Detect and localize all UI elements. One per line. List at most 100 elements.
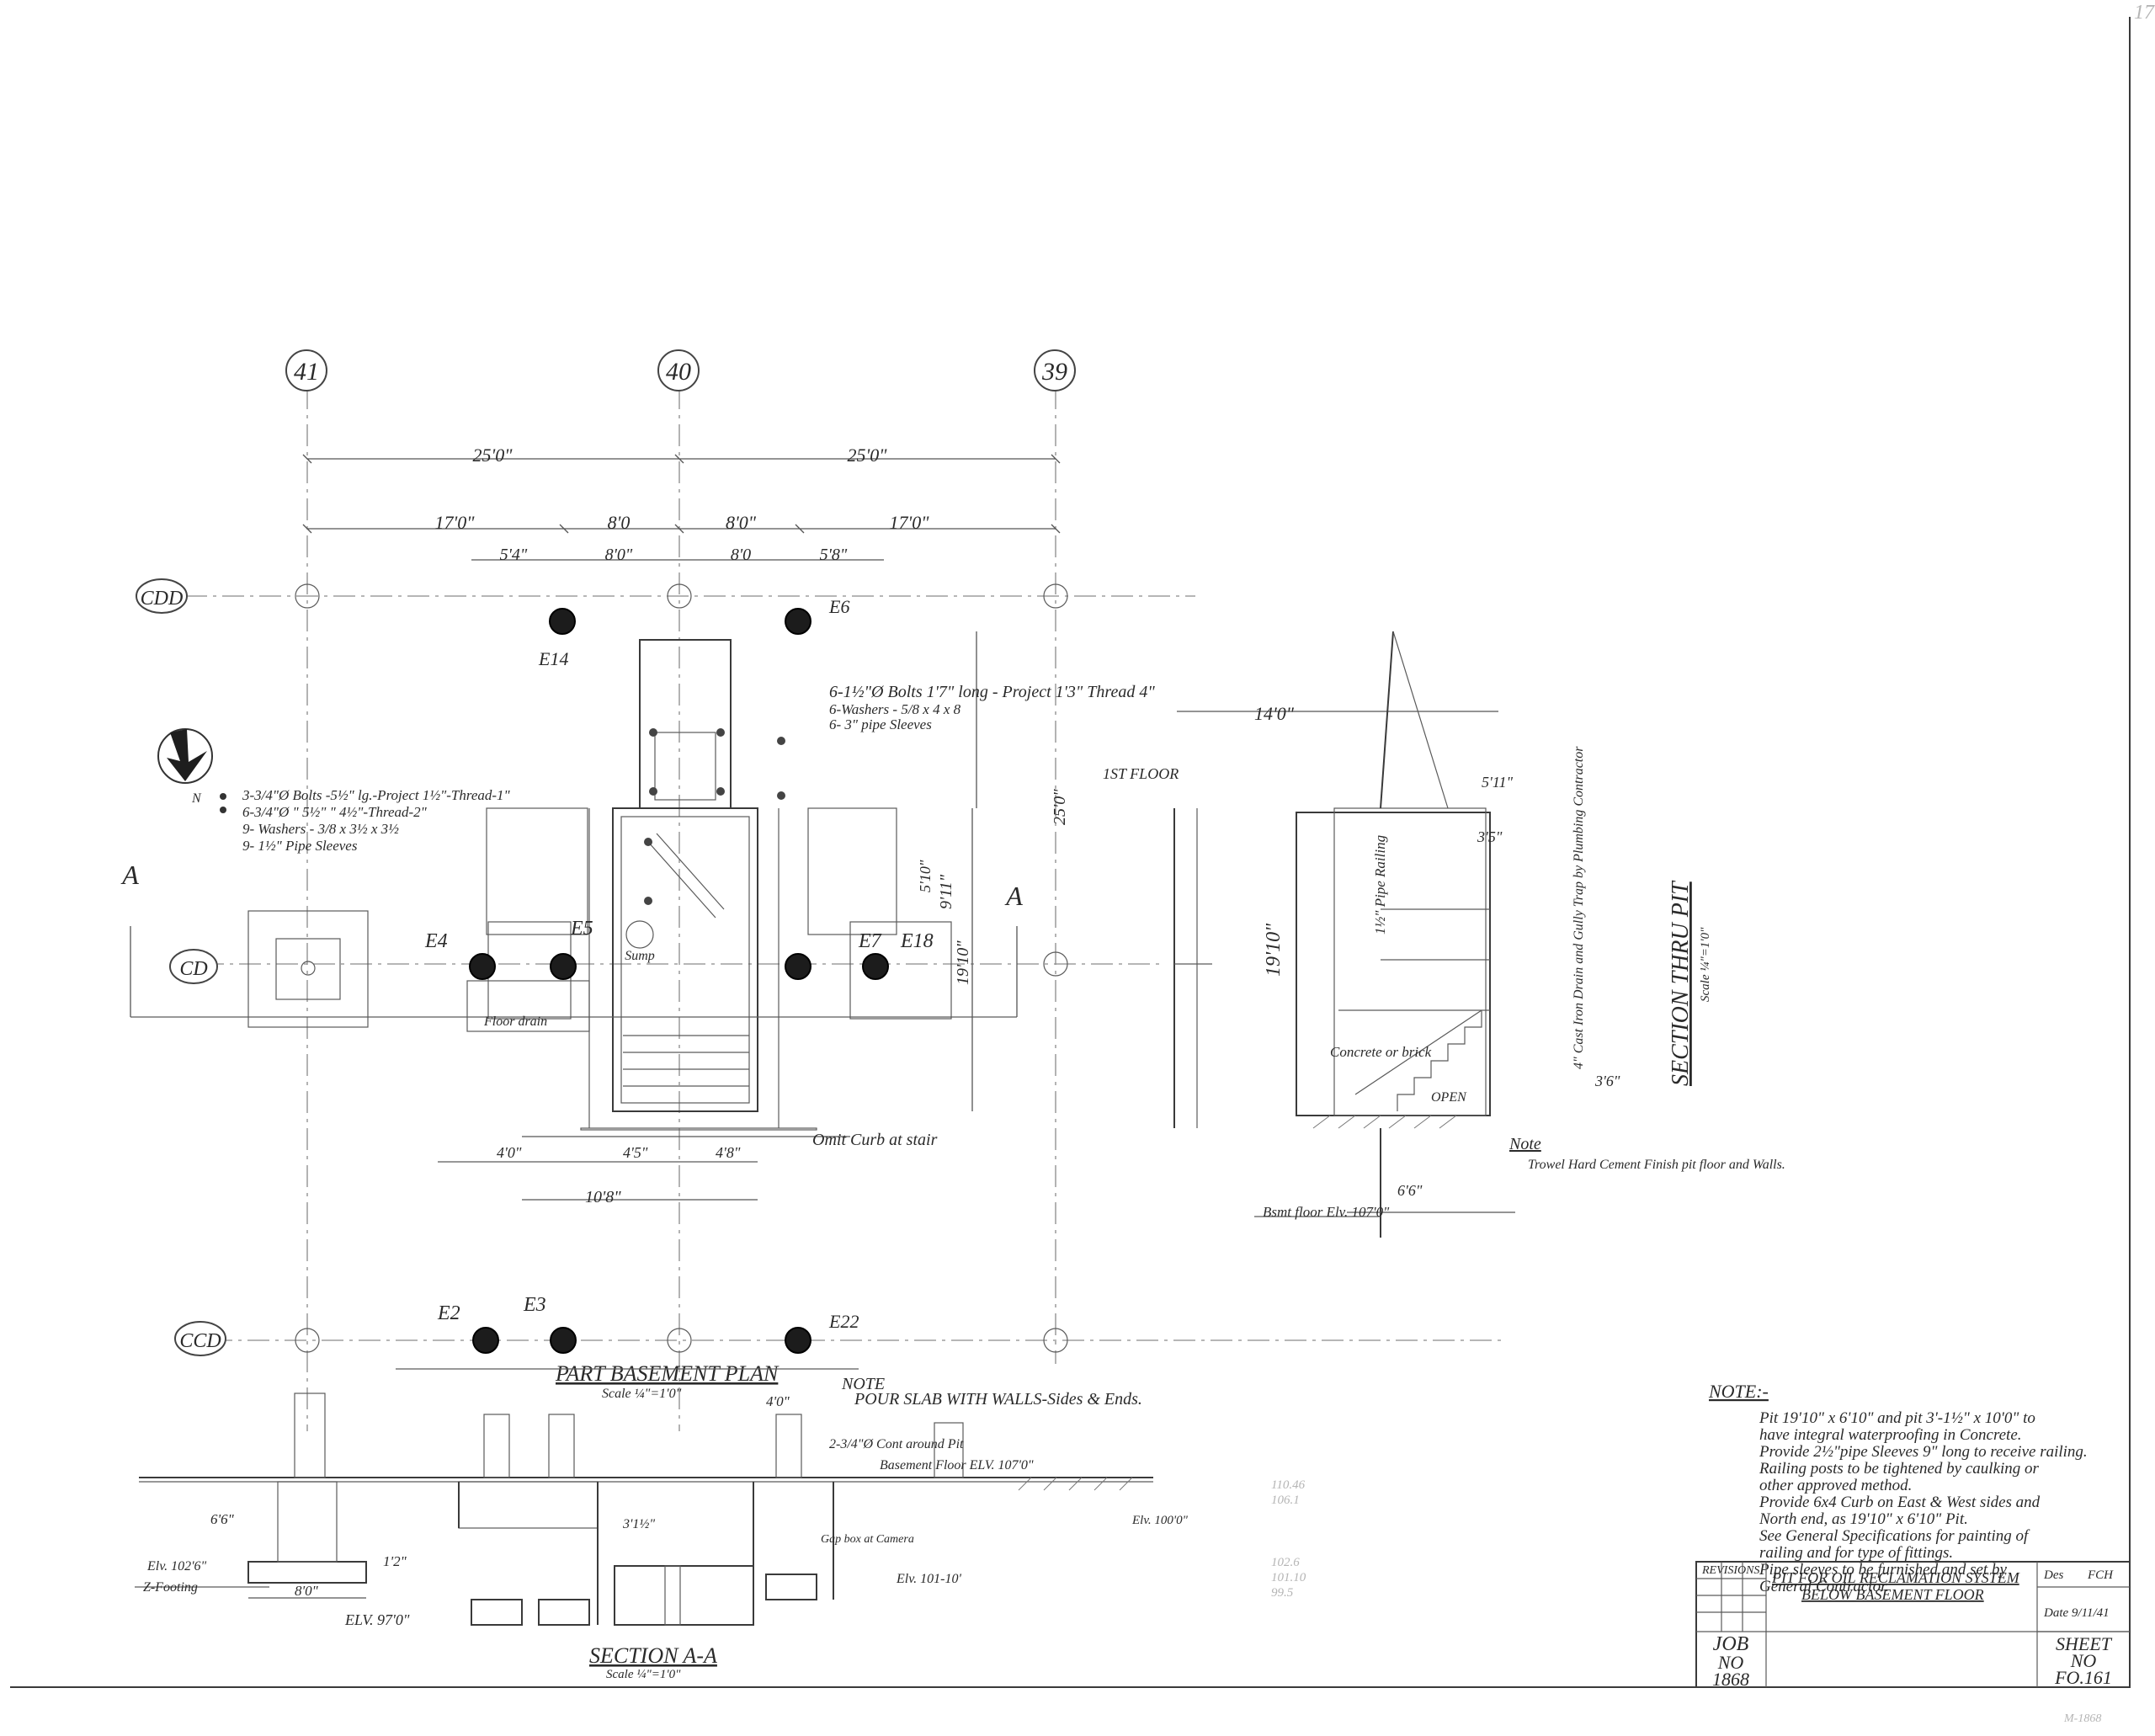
- dim-top-left: 25'0": [473, 445, 513, 466]
- section-marker-right: A: [1004, 881, 1023, 911]
- grid-bubble-40: 40: [657, 349, 700, 391]
- bolt-note-2: 6-3/4"Ø " 5½" " 4½"-Thread-2": [242, 804, 428, 820]
- svg-text:102.6: 102.6: [1271, 1556, 1300, 1569]
- column-footing-cd41: [247, 910, 369, 1028]
- dim-third-1: 5'4": [500, 546, 528, 564]
- bolt-note-1: 3-3/4"Ø Bolts -5½" lg.-Project 1½"-Threa…: [242, 787, 511, 803]
- drain-label: 4" Cast Iron Drain and Gully Trap by Plu…: [1572, 746, 1586, 1069]
- elv-102: Elv. 102'6": [146, 1559, 207, 1574]
- column-label-e2: E2: [437, 1302, 460, 1324]
- railing-label: 1½" Pipe Railing: [1372, 835, 1388, 935]
- pit-bolt-note-2: 6-Washers - 5/8 x 4 x 8: [829, 701, 961, 717]
- grid-label-cd: CD: [179, 958, 207, 980]
- dim-misc-4-0: 4'0": [497, 1144, 522, 1161]
- grid-bubble-cdd: CDD: [136, 578, 188, 614]
- section-note-heading: NOTE: [841, 1375, 885, 1393]
- section-aa-title: SECTION A-A: [589, 1643, 717, 1668]
- plan-title: PART BASEMENT PLAN: [555, 1361, 780, 1386]
- basement-floor-note: Basement Floor ELV. 107'0": [880, 1458, 1034, 1472]
- section-thru-pit-title: SECTION THRU PIT: [1668, 880, 1694, 1086]
- pit-note-text: Trowel Hard Cement Finish pit floor and …: [1528, 1158, 1785, 1172]
- north-arrow-icon: [157, 728, 213, 784]
- general-note-line-2: have integral waterproofing in Concrete.: [1759, 1426, 2022, 1444]
- dim-pit-19-10: 19'10": [1263, 923, 1285, 977]
- job-no-label: NO: [1717, 1652, 1744, 1673]
- grid-bubble-39: 39: [1034, 349, 1076, 391]
- corner-mark: 17: [2134, 2, 2155, 24]
- pit-bolt-note-3: 6- 3" pipe Sleeves: [829, 716, 932, 732]
- svg-text:106.1: 106.1: [1271, 1494, 1300, 1507]
- floor-drain-label: Floor drain: [483, 1014, 547, 1029]
- grid-bubble-ccd: CCD: [174, 1321, 226, 1356]
- open-label: OPEN: [1431, 1090, 1467, 1105]
- column-label-e14: E14: [538, 648, 568, 669]
- dim-8-0: 8'0": [295, 1583, 319, 1599]
- column-label-e3: E3: [523, 1294, 546, 1316]
- general-note-line-3: Provide 2½"pipe Sleeves 9" long to recei…: [1759, 1443, 2088, 1461]
- section-thru-pit-scale: Scale ¼"=1'0": [1699, 927, 1712, 1002]
- column-e4: E4: [424, 930, 496, 980]
- elv-97: ELV. 97'0": [344, 1611, 410, 1628]
- grid-lines: [185, 387, 1507, 1431]
- column-e7: E7: [785, 930, 882, 980]
- corner-stamp: M-1868: [2063, 1712, 2101, 1725]
- dimension-strings: [302, 454, 1061, 561]
- general-note-line-6: Provide 6x4 Curb on East & West sides an…: [1759, 1494, 2041, 1511]
- dim-misc-4-8: 4'8": [716, 1144, 741, 1161]
- footing-label: Z-Footing: [143, 1580, 198, 1595]
- faint-elevation-marks: 110.46 106.1 102.6 101.10 99.5: [1271, 1478, 1306, 1600]
- dim-misc-9-11: 9'11": [937, 874, 955, 909]
- drawing-title-line-1: PIT FOR OIL RECLAMATION SYSTEM: [1771, 1569, 2020, 1586]
- bolt-notes: 3-3/4"Ø Bolts -5½" lg.-Project 1½"-Threa…: [220, 787, 511, 854]
- sump-label: Sump: [625, 949, 655, 963]
- dim-second-1: 17'0": [435, 512, 476, 533]
- dim-pit-6-6: 6'6": [1397, 1182, 1423, 1199]
- drawing-date: Date 9/11/41: [2043, 1606, 2110, 1620]
- section-a-a: [135, 1393, 1153, 1626]
- dim-14-0: 14'0": [1254, 703, 1295, 724]
- dim-4-0: 4'0": [766, 1393, 790, 1409]
- column-label-e18: E18: [900, 930, 934, 952]
- plan-scale: Scale ¼"=1'0": [602, 1387, 682, 1401]
- svg-text:110.46: 110.46: [1271, 1478, 1306, 1492]
- section-marker-left: A: [120, 860, 139, 890]
- drawn-by: Des: [2043, 1568, 2063, 1582]
- general-note-line-11: General Contractor.: [1759, 1578, 1889, 1595]
- general-note-line-5: other approved method.: [1759, 1477, 1912, 1494]
- dim-misc-25: 25'0": [1051, 789, 1069, 825]
- grid-label-41: 41: [294, 358, 319, 386]
- dim-top-right: 25'0": [848, 445, 888, 466]
- drawing-title-line-2: BELOW BASEMENT FLOOR: [1801, 1586, 1984, 1603]
- grid-label-40: 40: [666, 358, 691, 386]
- section-thru-pit: [1173, 631, 1515, 1238]
- dim-1-2: 1'2": [383, 1553, 407, 1569]
- grid-label-ccd: CCD: [179, 1330, 221, 1352]
- grid-label-39: 39: [1041, 358, 1067, 386]
- pit-bolt-note-1: 6-1½"Ø Bolts 1'7" long - Project 1'3" Th…: [829, 683, 1155, 701]
- sheet-label: SHEET: [2056, 1633, 2113, 1654]
- elv-101: Elv. 101-10': [896, 1572, 961, 1586]
- elv-100: Elv. 100'0": [1131, 1514, 1189, 1527]
- column-e5: E5: [550, 918, 593, 980]
- column-label-e6: E6: [828, 596, 849, 617]
- column-e6: E6: [785, 596, 849, 635]
- sump: Sump: [625, 920, 655, 963]
- general-note-line-10: Pipe sleeves to be furnished and set by: [1759, 1561, 2007, 1579]
- checked-by: FCH: [2087, 1568, 2114, 1582]
- gap-camera-note: Gap box at Camera: [821, 1533, 914, 1546]
- dim-6-6: 6'6": [210, 1511, 235, 1527]
- general-notes: NOTE:- Pit 19'10" x 6'10" and pit 3'-1½"…: [1708, 1381, 2088, 1595]
- dim-pit-5-11: 5'11": [1482, 774, 1514, 791]
- grid-intersections: [295, 583, 1068, 1353]
- job-number: 1868: [1712, 1669, 1749, 1690]
- dim-misc-4-5: 4'5": [623, 1144, 648, 1161]
- section-aa-scale: Scale ¼"=1'0": [606, 1668, 681, 1681]
- dim-misc-10-8: 10'8": [585, 1188, 621, 1206]
- revisions-label: REVISIONS: [1701, 1564, 1759, 1577]
- dim-second-2: 8'0: [608, 512, 631, 533]
- grid-label-cdd: CDD: [141, 588, 184, 610]
- column-e3: E3: [523, 1294, 577, 1354]
- column-label-e4: E4: [424, 930, 448, 952]
- column-e22: E22: [785, 1311, 859, 1354]
